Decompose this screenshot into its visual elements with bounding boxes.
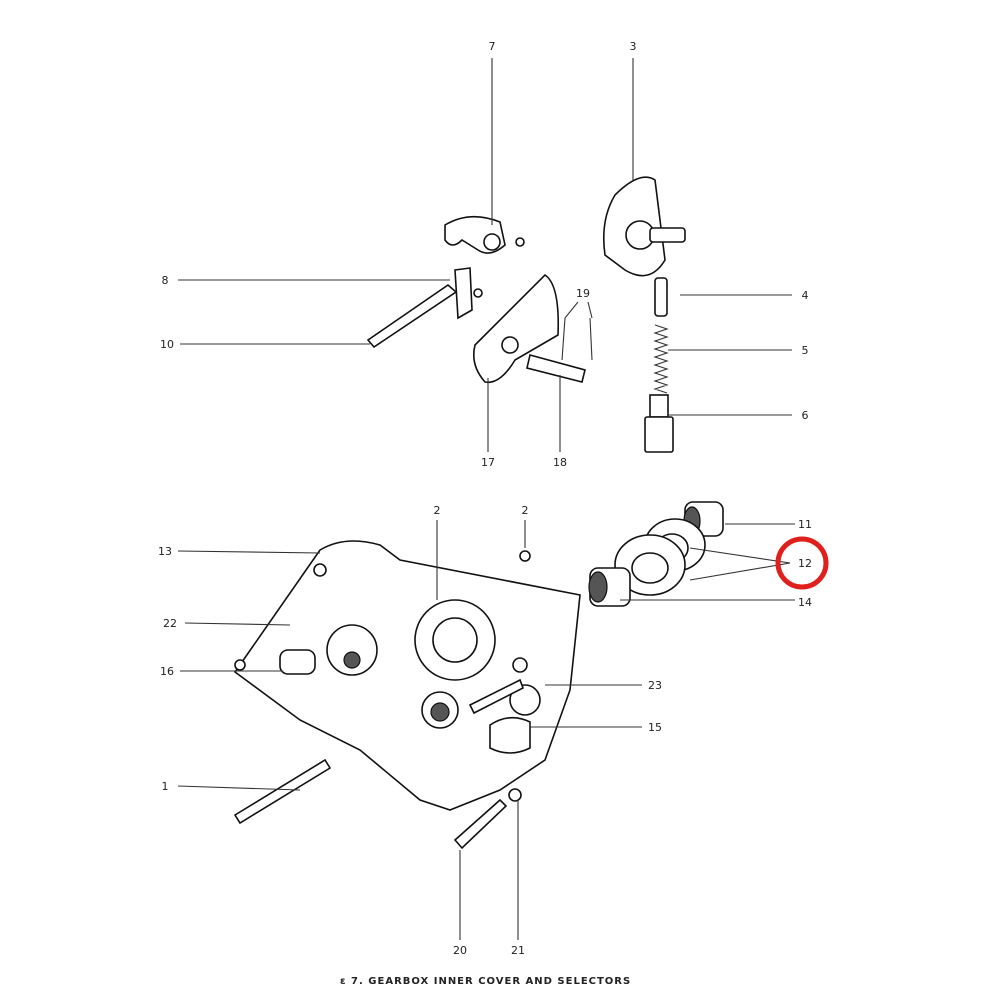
leader-line xyxy=(177,785,301,791)
quadrant-plate-part xyxy=(602,176,686,277)
plunger-spring-plug-parts xyxy=(644,277,674,453)
callout-label-2: 2 xyxy=(434,504,441,517)
leader-line xyxy=(177,550,321,554)
leader-line xyxy=(689,562,791,581)
bushes-washers-parts xyxy=(588,501,724,607)
callout-label-15: 15 xyxy=(648,721,662,734)
selector-quadrant-part xyxy=(472,273,593,384)
leader-line xyxy=(587,301,593,319)
callout-label-8: 8 xyxy=(162,274,169,287)
callout-label-4: 4 xyxy=(802,289,809,302)
diagram-caption: ε 7. GEARBOX INNER COVER AND SELECTORS xyxy=(340,976,631,987)
highlight-circle xyxy=(775,536,829,590)
callout-label-20: 20 xyxy=(453,944,467,957)
callout-label-18: 18 xyxy=(553,456,567,469)
callout-label-7: 7 xyxy=(489,40,496,53)
callout-label-13: 13 xyxy=(158,545,172,558)
callout-label-22: 22 xyxy=(163,617,177,630)
callout-label-3: 3 xyxy=(630,40,637,53)
callout-label-19: 19 xyxy=(576,287,590,300)
selector-fork-part xyxy=(366,215,525,349)
leader-line xyxy=(184,622,291,626)
leader-line xyxy=(689,547,791,564)
callout-label-17: 17 xyxy=(481,456,495,469)
gearbox-inner-cover-part xyxy=(233,540,581,850)
callout-label-11: 11 xyxy=(798,518,812,531)
callout-label-21: 21 xyxy=(511,944,525,957)
callout-label-2: 2 xyxy=(522,504,529,517)
callout-label-16: 16 xyxy=(160,665,174,678)
callout-label-1: 1 xyxy=(162,780,169,793)
callout-label-6: 6 xyxy=(802,409,809,422)
callout-label-5: 5 xyxy=(802,344,809,357)
callout-label-14: 14 xyxy=(798,596,812,609)
callout-label-12: 12 xyxy=(798,557,812,570)
callout-label-23: 23 xyxy=(648,679,662,692)
leader-line xyxy=(564,301,579,319)
callout-label-10: 10 xyxy=(160,338,174,351)
